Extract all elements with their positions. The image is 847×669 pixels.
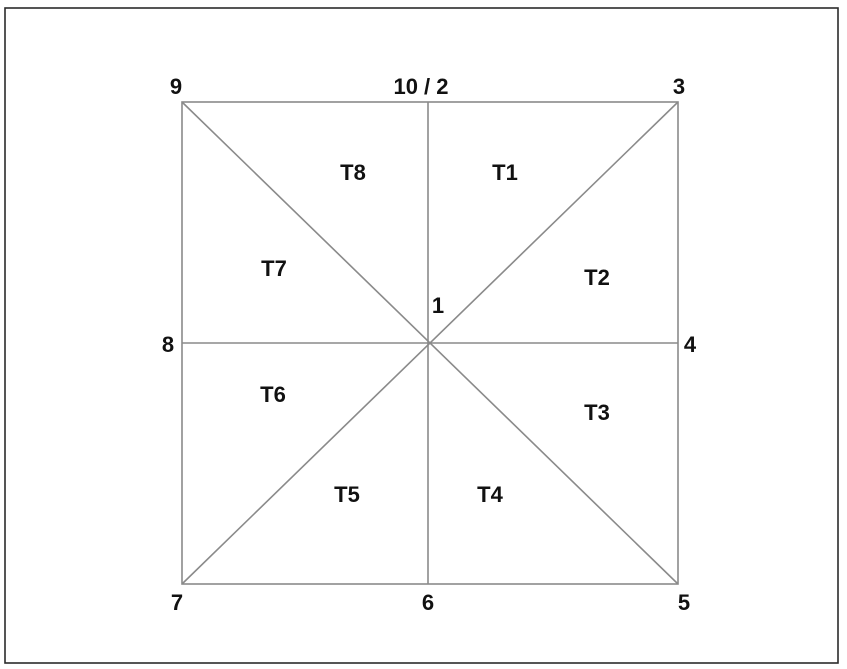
vertex-label-4: 4 (684, 332, 697, 357)
vertex-label-6: 6 (422, 590, 434, 615)
vertex-label-3: 3 (673, 74, 685, 99)
triangle-label-t1: T1 (492, 160, 518, 185)
vertex-label-1: 1 (432, 293, 444, 318)
vertex-label-8: 8 (162, 332, 174, 357)
triangle-label-t8: T8 (340, 160, 366, 185)
vertex-label-7: 7 (171, 590, 183, 615)
triangle-label-t3: T3 (584, 400, 610, 425)
triangle-label-t2: T2 (584, 265, 610, 290)
triangle-label-t7: T7 (261, 256, 287, 281)
vertex-label-9: 9 (170, 74, 182, 99)
diagonal-3-to-7 (181, 101, 679, 585)
triangle-label-t6: T6 (260, 382, 286, 407)
vertex-label-5: 5 (678, 590, 690, 615)
triangle-label-t4: T4 (477, 482, 503, 507)
vertex-label-10-2: 10 / 2 (393, 74, 448, 99)
triangle-label-t5: T5 (334, 482, 360, 507)
outer-frame (4, 7, 839, 664)
